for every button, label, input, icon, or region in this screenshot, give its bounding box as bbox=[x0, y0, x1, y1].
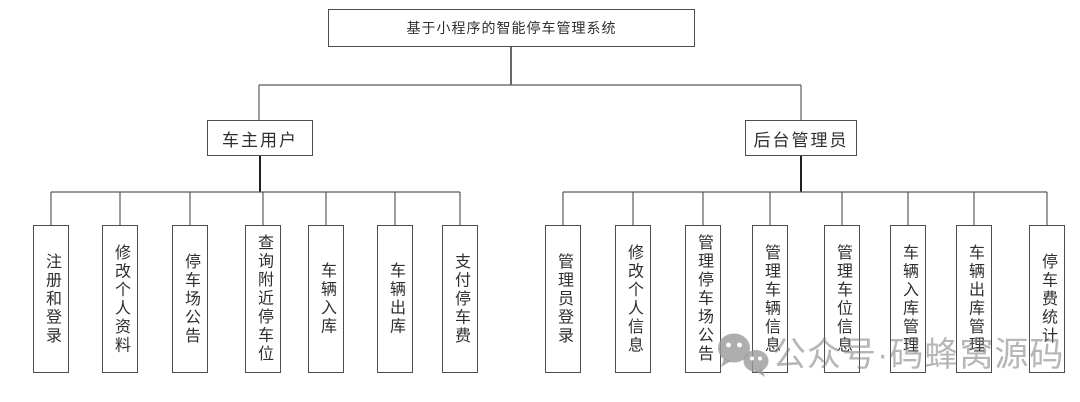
branch-admin-label: 后台管理员 bbox=[753, 130, 849, 150]
leaf-owner-edit-profile: 修改个人资料 bbox=[102, 225, 138, 373]
root-label: 基于小程序的智能停车管理系统 bbox=[406, 20, 617, 36]
leaf-label: 管理车辆信息 bbox=[762, 243, 779, 355]
leaf-label: 车辆出库 bbox=[387, 262, 404, 336]
branch-owner-label: 车主用户 bbox=[222, 130, 298, 150]
leaf-admin-fee-statistics: 停车费统计 bbox=[1029, 225, 1065, 373]
node-root-system: 基于小程序的智能停车管理系统 bbox=[328, 9, 695, 47]
leaf-label: 管理车位信息 bbox=[834, 243, 851, 355]
leaf-label: 车辆入库 bbox=[318, 262, 335, 336]
leaf-label: 支付停车费 bbox=[452, 252, 469, 346]
leaf-owner-vehicle-entry: 车辆入库 bbox=[308, 225, 344, 373]
leaf-admin-manage-announcements: 管理停车场公告 bbox=[685, 225, 721, 373]
node-branch-admin: 后台管理员 bbox=[745, 120, 857, 156]
node-branch-owner: 车主用户 bbox=[207, 120, 313, 156]
leaf-owner-lot-announcements: 停车场公告 bbox=[172, 225, 208, 373]
leaf-owner-register-login: 注册和登录 bbox=[33, 225, 69, 373]
leaf-owner-vehicle-exit: 车辆出库 bbox=[377, 225, 413, 373]
leaf-label: 停车费统计 bbox=[1039, 252, 1056, 346]
leaf-label: 查询附近停车位 bbox=[255, 234, 272, 364]
leaf-owner-pay-parking-fee: 支付停车费 bbox=[442, 225, 478, 373]
leaf-label: 管理停车场公告 bbox=[695, 234, 712, 364]
leaf-admin-entry-management: 车辆入库管理 bbox=[890, 225, 926, 373]
leaf-label: 修改个人资料 bbox=[112, 243, 129, 355]
leaf-label: 车辆入库管理 bbox=[900, 243, 917, 355]
leaf-admin-login: 管理员登录 bbox=[545, 225, 581, 373]
leaf-label: 注册和登录 bbox=[43, 252, 60, 346]
leaf-label: 管理员登录 bbox=[555, 252, 572, 346]
leaf-admin-exit-management: 车辆出库管理 bbox=[956, 225, 992, 373]
leaf-label: 修改个人信息 bbox=[625, 243, 642, 355]
leaf-admin-edit-info: 修改个人信息 bbox=[615, 225, 651, 373]
leaf-admin-manage-space-info: 管理车位信息 bbox=[824, 225, 860, 373]
leaf-owner-find-nearby-spaces: 查询附近停车位 bbox=[245, 225, 281, 373]
leaf-admin-manage-vehicle-info: 管理车辆信息 bbox=[752, 225, 788, 373]
leaf-label: 停车场公告 bbox=[182, 252, 199, 346]
leaf-label: 车辆出库管理 bbox=[966, 243, 983, 355]
